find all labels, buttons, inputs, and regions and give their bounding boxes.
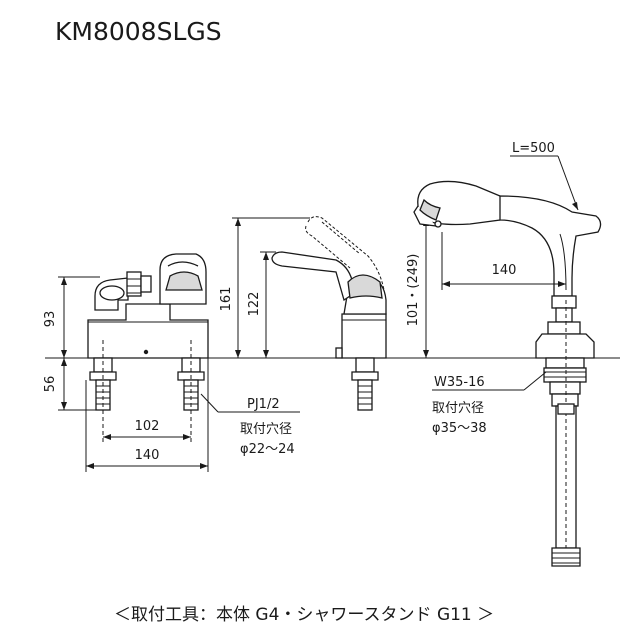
mount-hole-label-right: 取付穴径 xyxy=(432,401,484,416)
dim-102-label: 102 xyxy=(135,419,160,434)
mount-hole-dia-left: φ22～24 xyxy=(240,442,295,457)
model-title: KM8008SLGS xyxy=(55,17,222,46)
tools-footer: ＜取付工具：本体 G4・シャワースタンド G11 ＞ xyxy=(114,605,494,625)
dim-140-base-label: 140 xyxy=(135,448,160,463)
dim-93-label: 93 xyxy=(43,311,58,328)
pj-leader-line xyxy=(200,393,219,413)
pipe-thread-label: PJ1/2 xyxy=(247,397,280,412)
w35-leader-line xyxy=(523,371,547,391)
hose-length-label: L=500 xyxy=(512,141,555,156)
dim-122-label: 122 xyxy=(247,292,262,317)
shower-thread-label: W35-16 xyxy=(434,375,485,390)
dimension-height-left xyxy=(58,276,100,411)
dim-56-label: 56 xyxy=(43,376,58,393)
faucet-side-view xyxy=(271,216,387,411)
dimension-heights-middle xyxy=(232,217,432,358)
shower-assembly xyxy=(413,180,602,567)
faucet-body-front-view xyxy=(87,253,209,445)
dim-161-label: 161 xyxy=(219,287,234,312)
dim-140-spout-label: 140 xyxy=(492,263,517,278)
dim-101-249-label: 101・(249) xyxy=(406,254,421,327)
dimension-widths-left xyxy=(85,358,209,472)
mount-hole-dia-right: φ35～38 xyxy=(432,421,487,436)
dimension-spout-reach xyxy=(441,155,579,290)
mount-hole-label-left: 取付穴径 xyxy=(240,422,292,437)
